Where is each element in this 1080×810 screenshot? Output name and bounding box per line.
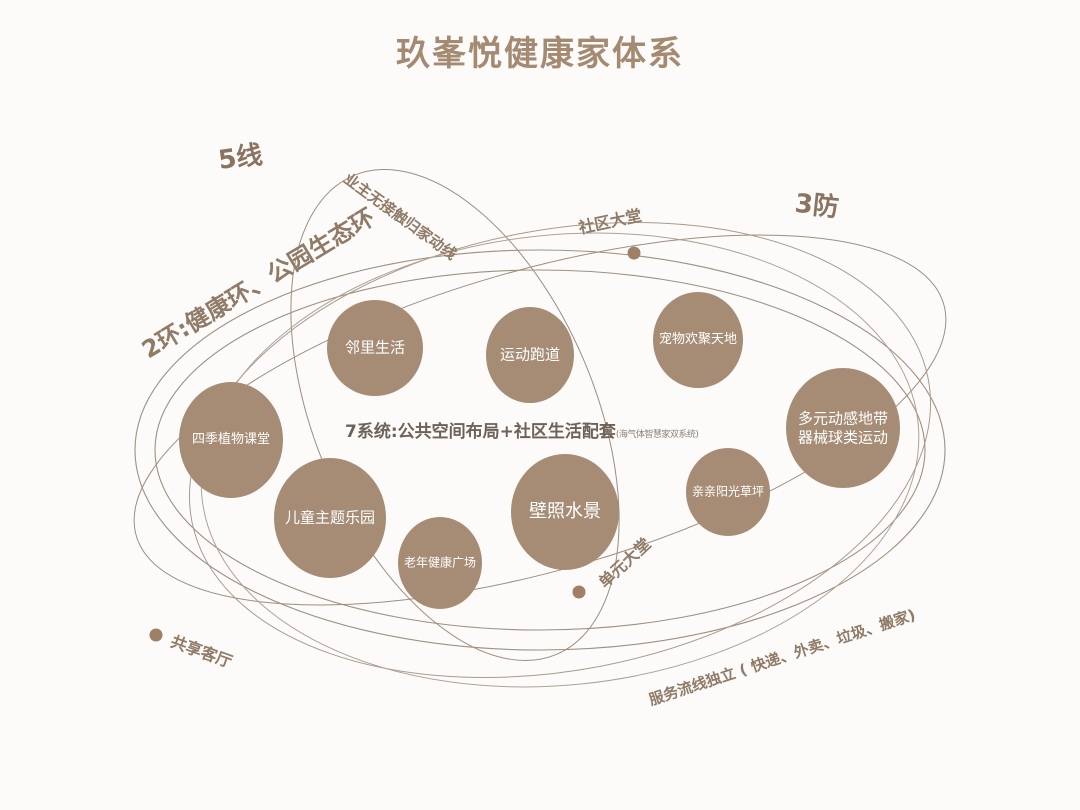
three-defenses-orbit [200,232,920,688]
inner-ring-ellipse [154,269,926,631]
node-circle-four-season-garden[interactable] [179,382,283,498]
node-circle-neighborhood-life[interactable] [327,300,423,396]
center-system-text: 7系统:公共空间布局+社区生活配套(海气体智慧家双系统) [345,417,699,442]
node-circle-water-scape[interactable] [511,454,619,570]
node-circle-sports-track[interactable] [486,307,574,403]
marker-dot-community-lobby[interactable] [627,246,641,260]
axis-label-five-lines: 5线 [216,140,265,176]
marker-dot-shared-living-room[interactable] [149,628,163,642]
outer-ring-ellipse [134,249,946,651]
marker-dot-unit-lobby[interactable] [572,585,586,599]
page-title: 玖峯悦健康家体系 [396,34,684,74]
center-system-sub: (海气体智慧家双系统) [615,430,699,440]
axis-label-three-defenses: 3防 [793,188,841,224]
node-circle-sunny-lawn[interactable] [686,448,770,536]
node-circle-senior-health-plaza[interactable] [398,517,482,609]
node-circle-kids-theme-park[interactable] [274,458,386,578]
node-circle-multi-sports-zone[interactable] [786,368,900,488]
service-route-orbit [189,221,931,679]
center-system-main: 7系统:公共空间布局+社区生活配套 [345,422,616,442]
node-circle-pet-paradise[interactable] [653,292,743,388]
